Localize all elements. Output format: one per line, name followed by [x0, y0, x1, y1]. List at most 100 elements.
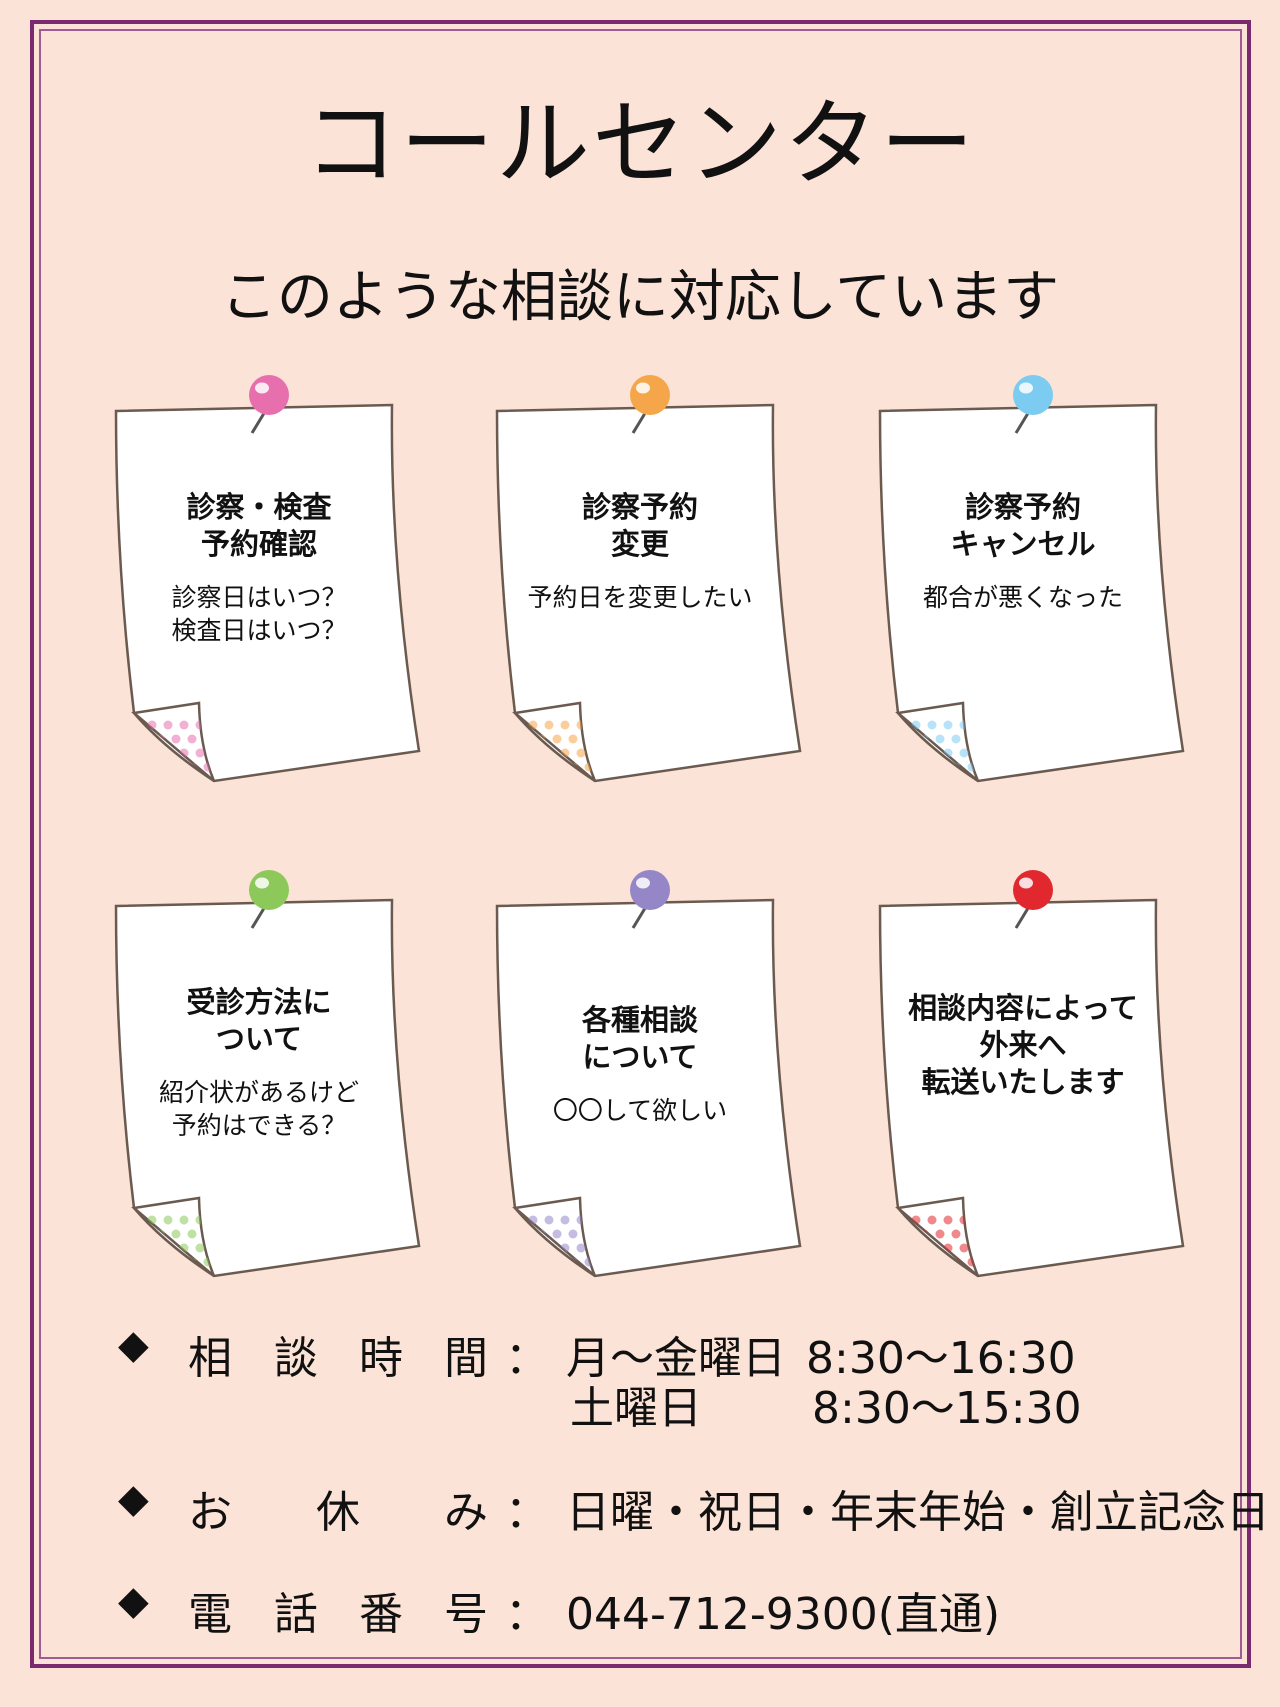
weekday-time: 8:30～16:30 — [806, 1333, 1076, 1384]
polka-dot — [139, 734, 149, 744]
note-heading-line: 転送いたします — [921, 1065, 1125, 1099]
polka-dot — [515, 1215, 522, 1225]
polka-dot — [515, 1243, 522, 1253]
hours-label-char: 相 — [188, 1333, 232, 1384]
polka-dot — [927, 720, 937, 730]
saturday-time: 8:30～15:30 — [812, 1383, 1082, 1434]
note-body: 紹介状があるけど予約はできる？ — [114, 1076, 404, 1142]
polka-dot — [134, 720, 141, 730]
polka-dot — [898, 720, 905, 730]
saturday-days: 土曜日 — [570, 1383, 702, 1434]
note-heading-line: 診察・検査 — [186, 490, 332, 524]
polka-dot — [943, 720, 953, 730]
outer-border — [30, 20, 1251, 1668]
info-hours: ◆ 相 談 時 間 ： 月～金曜日 8:30～16:30 — [0, 1322, 1280, 1384]
note-heading-line: 外来へ — [979, 1028, 1067, 1062]
polka-dot — [163, 1215, 173, 1225]
note-text: 受診方法について紹介状があるけど予約はできる？ — [114, 984, 404, 1142]
phone-label-char: 電 — [188, 1589, 232, 1640]
phone-label-char: 話 — [274, 1589, 318, 1640]
polka-dot — [959, 1243, 969, 1253]
note-heading-line: 診察予約 — [581, 490, 698, 524]
note-heading-line: キャンセル — [950, 527, 1096, 561]
paper — [114, 898, 421, 1278]
note-card: 診察・検査予約確認診察日はいつ？検査日はいつ？ — [114, 375, 421, 783]
polka-dot — [528, 748, 538, 758]
holidays-label-char: み — [444, 1487, 488, 1538]
polka-dot — [911, 1243, 921, 1253]
note-text: 診察予約変更予約日を変更したい — [495, 489, 785, 614]
note-heading-line: 相談内容によって — [908, 991, 1138, 1025]
polka-dot — [935, 734, 945, 744]
note-text: 各種相談について〇〇して欲しい — [495, 1002, 785, 1127]
phone-label-char: 号 — [444, 1589, 488, 1640]
push-pin-icon — [249, 375, 289, 415]
note-body: 予約日を変更したい — [495, 581, 785, 614]
note-body-line: 紹介状があるけど — [158, 1078, 359, 1107]
note-heading: 相談内容によって外来へ転送いたします — [878, 990, 1168, 1101]
phone-number[interactable]: 044-712-9300(直通) — [566, 1589, 1001, 1640]
polka-dot — [134, 1243, 141, 1253]
hours-label-char: 談 — [274, 1333, 318, 1384]
polka-dot — [552, 734, 562, 744]
paper — [878, 898, 1185, 1278]
polka-dot — [134, 1215, 141, 1225]
hours-label-char: 間 — [444, 1333, 488, 1384]
note-text: 診察・検査予約確認診察日はいつ？検査日はいつ？ — [114, 489, 404, 647]
page-title: コールセンター — [303, 90, 976, 199]
diamond-bullet-icon: ◆ — [118, 1578, 149, 1624]
polka-dot — [520, 1229, 530, 1239]
note-text: 診察予約キャンセル都合が悪くなった — [878, 489, 1168, 614]
polka-dot — [187, 1229, 197, 1239]
note-card: 各種相談について〇〇して欲しい — [495, 870, 802, 1278]
info-hours-saturday: 土曜日 8:30～15:30 — [0, 1372, 1280, 1434]
polka-dot — [898, 748, 905, 758]
inner-border — [39, 29, 1242, 1659]
polka-dot — [568, 734, 578, 744]
note-body-line: 都合が悪くなった — [922, 583, 1123, 612]
polka-dot — [951, 1229, 961, 1239]
weekday-days: 月～金曜日 — [566, 1333, 786, 1384]
info-phone: ◆ 電 話 番 号 ： 044-712-9300(直通) — [0, 1578, 1280, 1640]
note-body-line: 検査日はいつ？ — [171, 616, 347, 645]
polka-dot — [560, 720, 570, 730]
polka-dot — [195, 1243, 205, 1253]
diamond-bullet-icon: ◆ — [118, 1322, 149, 1368]
polka-dot — [959, 748, 969, 758]
note-heading: 診察予約キャンセル — [878, 489, 1168, 563]
paper — [114, 403, 421, 783]
polka-dot — [576, 1243, 586, 1253]
note-heading-line: 診察予約 — [964, 490, 1081, 524]
polka-dot — [528, 1243, 538, 1253]
holidays-value: 日曜・祝日・年末年始・創立記念日 — [566, 1487, 1270, 1538]
note-heading: 診察・検査予約確認 — [114, 489, 404, 563]
polka-dot — [903, 734, 913, 744]
paper — [878, 403, 1185, 783]
polka-dot — [544, 1215, 554, 1225]
note-body: 都合が悪くなった — [878, 581, 1168, 614]
holidays-label-char: お — [188, 1487, 232, 1538]
polka-dot — [179, 720, 189, 730]
polka-dot — [576, 748, 586, 758]
note-heading: 診察予約変更 — [495, 489, 785, 563]
polka-dot — [898, 1243, 905, 1253]
note-card: 相談内容によって外来へ転送いたします — [878, 870, 1185, 1278]
note-body-line: 予約はできる？ — [171, 1111, 347, 1140]
diamond-bullet-icon: ◆ — [118, 1476, 149, 1522]
polka-dot — [147, 748, 157, 758]
polka-dot — [179, 1215, 189, 1225]
subtitle: このような相談に対応しています — [220, 265, 1060, 330]
polka-dot — [171, 1229, 181, 1239]
colon: ： — [505, 1333, 549, 1384]
polka-dot — [911, 748, 921, 758]
colon: ： — [505, 1487, 549, 1538]
polka-dot — [898, 1215, 905, 1225]
polka-dot — [187, 734, 197, 744]
polka-dot — [195, 748, 205, 758]
note-card: 診察予約キャンセル都合が悪くなった — [878, 375, 1185, 783]
polka-dot — [927, 1215, 937, 1225]
hours-label-char: 時 — [359, 1333, 403, 1384]
note-text: 相談内容によって外来へ転送いたします — [878, 990, 1168, 1101]
polka-dot — [147, 1243, 157, 1253]
colon: ： — [505, 1589, 549, 1640]
